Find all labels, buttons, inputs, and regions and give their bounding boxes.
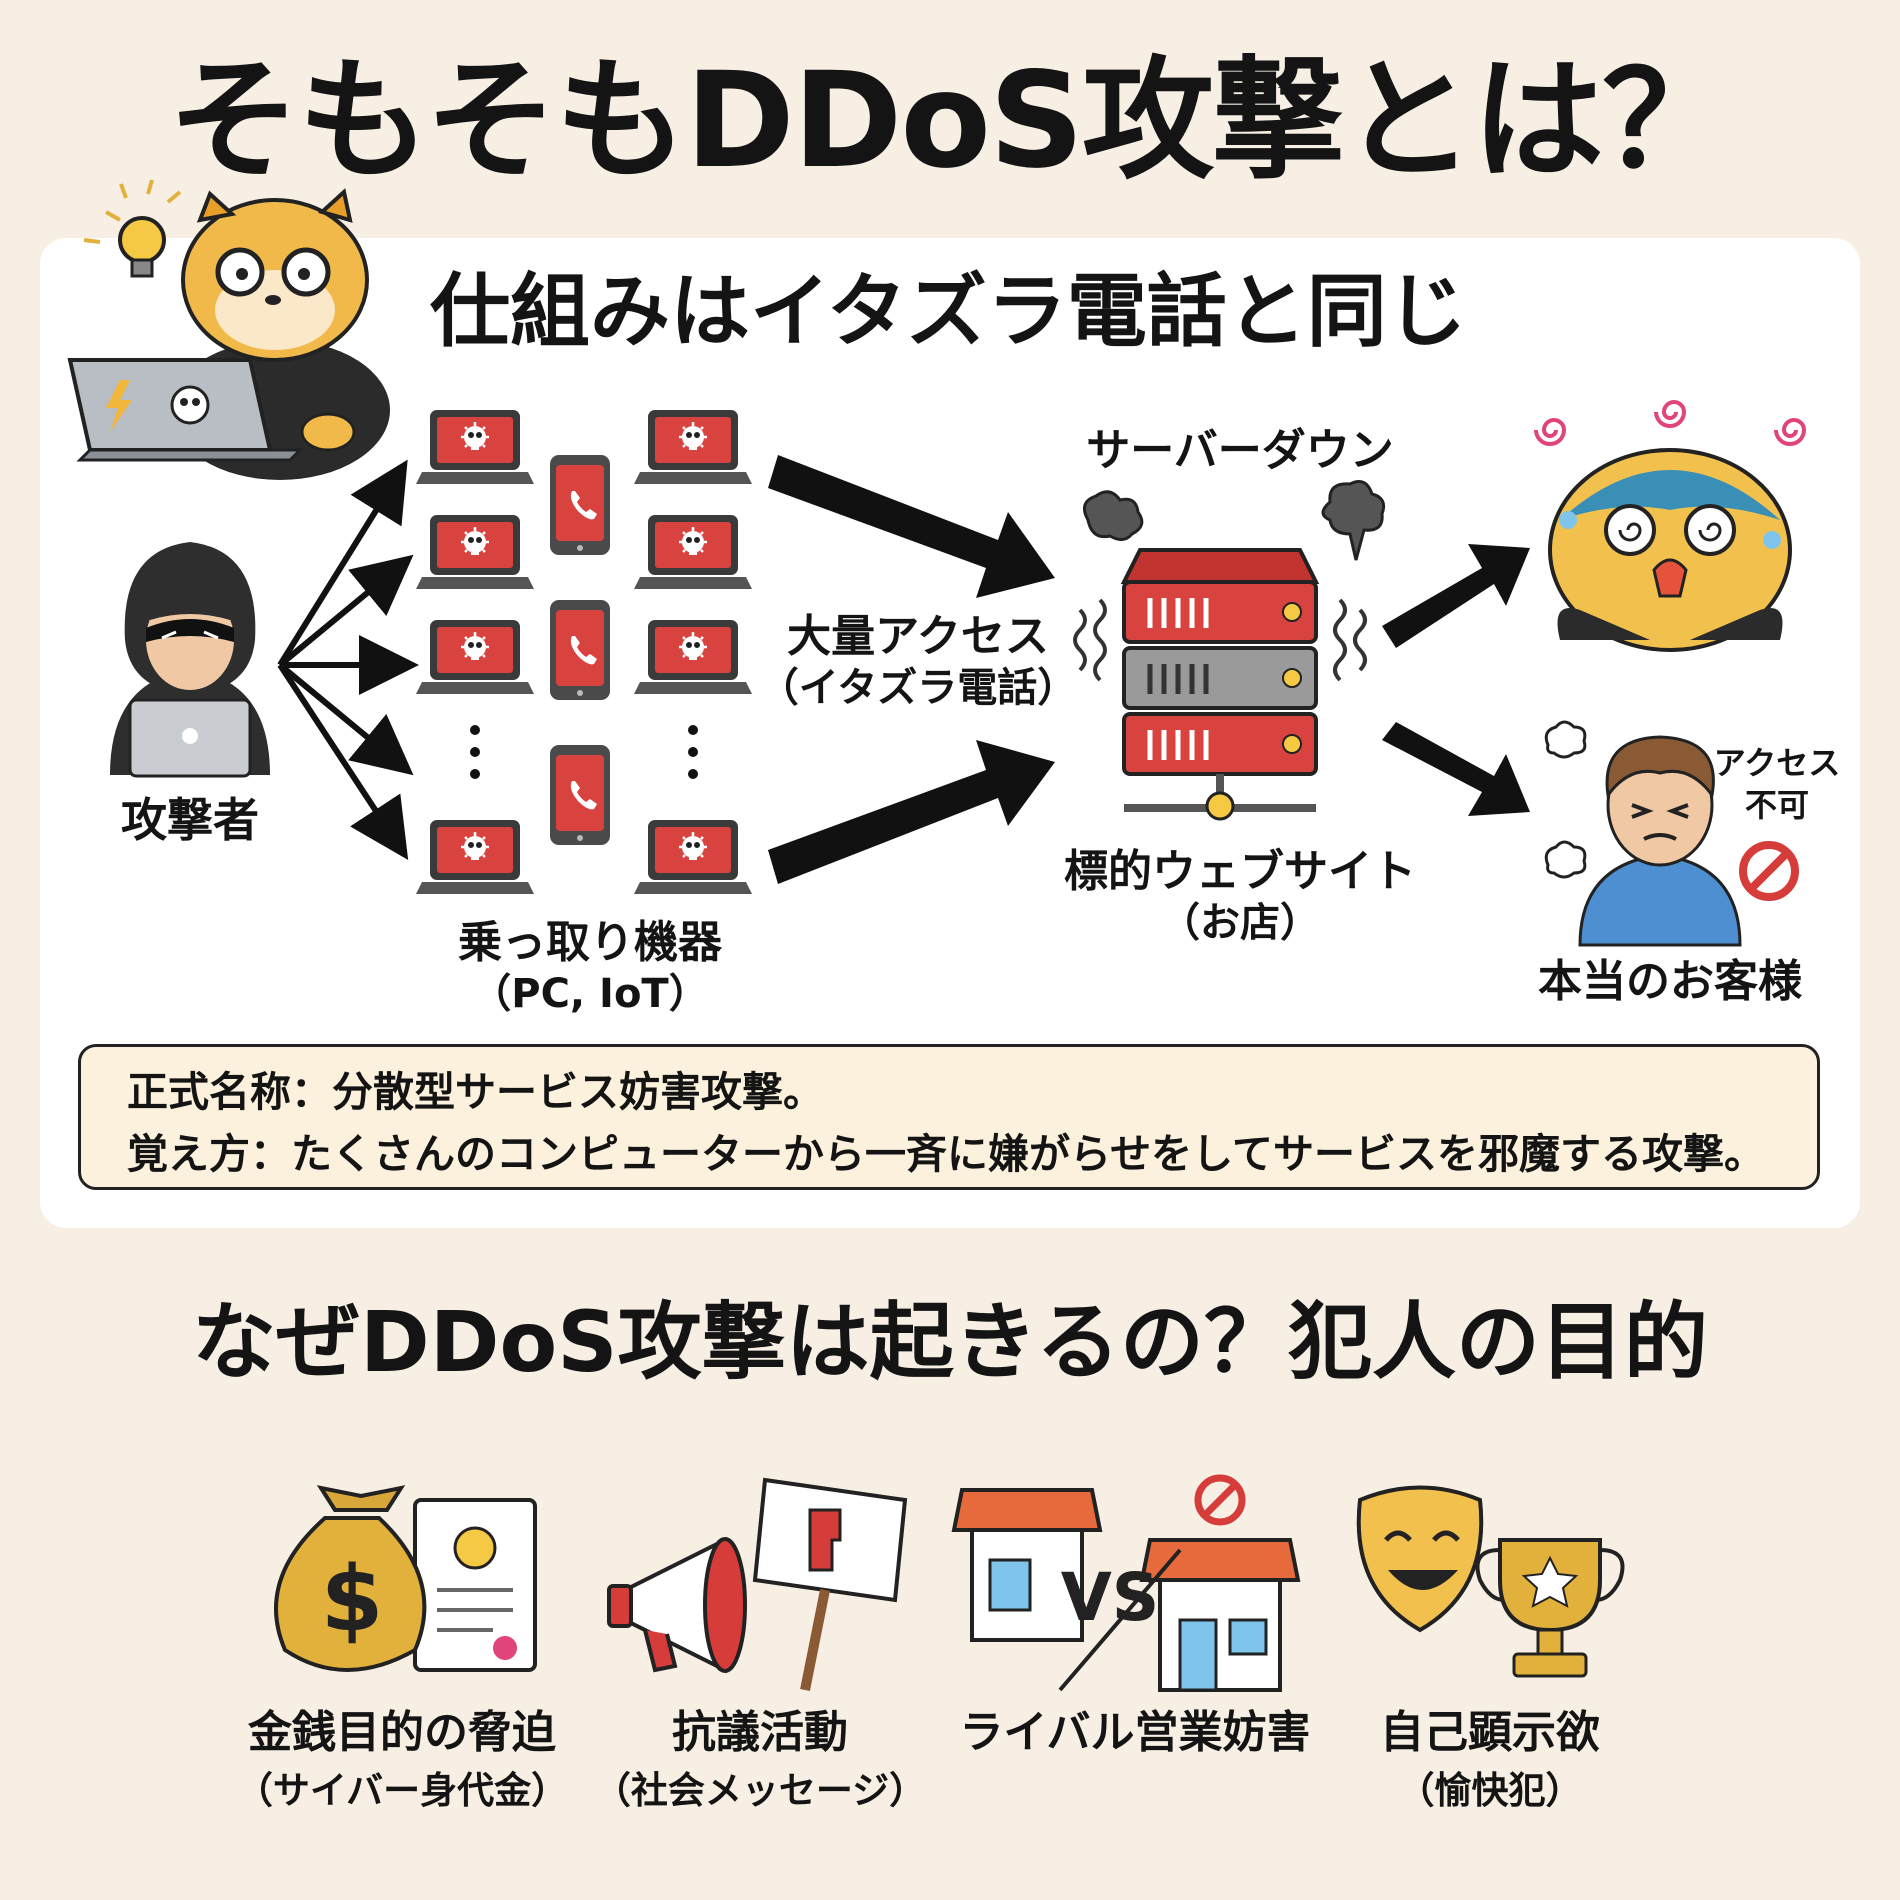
smartphone-icon — [550, 745, 610, 845]
traffic-arrows — [768, 455, 1055, 884]
motive-3: ライバル営業妨害 — [935, 1704, 1335, 1762]
laptop-icon — [414, 818, 536, 896]
access-denied-label: アクセス 不可 — [1712, 742, 1842, 826]
devices-label-sub: （PC, IoT） — [471, 970, 709, 1017]
smartphone-icon — [550, 600, 610, 700]
motive-3-label: ライバル営業妨害 — [959, 1707, 1311, 1758]
motive-4-sub: （愉快犯） — [1397, 1769, 1583, 1812]
laptop-icon — [632, 408, 754, 486]
target-label: 標的ウェブサイト （お店） — [1020, 845, 1460, 947]
attacker-label: 攻撃者 — [121, 793, 259, 847]
customer-label: 本当のお客様 — [1538, 956, 1802, 1007]
traffic-label-sub: （イタズラ電話） — [758, 664, 1078, 711]
attacker-figure — [110, 542, 270, 778]
hamster-mascot — [67, 179, 390, 480]
megaphone-icon — [607, 1477, 908, 1691]
smartphone-icon — [550, 455, 610, 555]
note-line1: 正式名称：分散型サービス妨害攻撃。 — [127, 1068, 824, 1116]
laptop-icon — [128, 698, 252, 778]
main-title: そもそもDDoS攻撃とは？ — [167, 44, 1734, 198]
motive-1-label: 金銭目的の脅迫 — [248, 1707, 556, 1758]
motives-title: なぜDDoS攻撃は起きるの？犯人の目的 — [192, 1293, 1708, 1391]
impact-arrows — [1382, 544, 1530, 816]
definition-note: 正式名称：分散型サービス妨害攻撃。 覚え方：たくさんのコンピューターから一斉に嫌… — [78, 1044, 1820, 1190]
motive-1-sub: （サイバー身代金） — [235, 1769, 569, 1812]
laptop-icon — [632, 513, 754, 591]
money-bag-icon: $ — [274, 1485, 537, 1672]
access-denied-line1: アクセス — [1713, 744, 1841, 782]
motive-2-label: 抗議活動 — [672, 1707, 848, 1758]
motive-1: 金銭目的の脅迫 （サイバー身代金） — [222, 1704, 582, 1820]
svg-text:$: $ — [321, 1547, 384, 1652]
laptop-icon — [632, 618, 754, 696]
customer-figure — [1544, 720, 1742, 947]
fan-out-arrows — [277, 459, 419, 861]
shops-vs-icon: VS — [951, 1474, 1301, 1692]
motive-4: 自己顕示欲 （愉快犯） — [1310, 1704, 1670, 1820]
laptop-icon — [414, 408, 536, 486]
traffic-label-main: 大量アクセス — [787, 611, 1049, 662]
laptop-icon — [414, 618, 536, 696]
laptop-icon — [632, 818, 754, 896]
motive-2-sub: （社会メッセージ） — [593, 1769, 927, 1812]
dizzy-hamster — [1534, 400, 1807, 652]
note-line2: 覚え方：たくさんのコンピューターから一斉に嫌がらせをしてサービスを邪魔する攻撃。 — [127, 1130, 1765, 1178]
diagram-subtitle: 仕組みはイタズラ電話と同じ — [430, 265, 1467, 358]
skull-icon — [170, 385, 210, 425]
dizzy-spiral-icon — [1534, 400, 1807, 446]
no-entry-icon — [1739, 841, 1799, 901]
laptop-icon — [67, 358, 304, 462]
target-label-main: 標的ウェブサイト — [1064, 846, 1416, 897]
motive-2: 抗議活動 （社会メッセージ） — [580, 1704, 940, 1820]
traffic-label: 大量アクセス （イタズラ電話） — [748, 610, 1088, 712]
access-denied-line2: 不可 — [1744, 786, 1809, 824]
devices-label: 乗っ取り機器 （PC, IoT） — [420, 916, 760, 1018]
hijacked-devices — [414, 408, 754, 896]
devices-label-main: 乗っ取り機器 — [458, 917, 722, 968]
motive-4-label: 自己顕示欲 — [1380, 1707, 1600, 1758]
trophy-mask-icon — [1356, 1485, 1625, 1678]
server-status: サーバーダウン — [1086, 425, 1394, 476]
laptop-icon — [414, 513, 536, 591]
vs-text: VS — [1061, 1559, 1160, 1636]
server-icon — [1073, 480, 1386, 821]
target-label-sub: （お店） — [1160, 899, 1320, 946]
lightbulb-icon — [83, 179, 182, 278]
